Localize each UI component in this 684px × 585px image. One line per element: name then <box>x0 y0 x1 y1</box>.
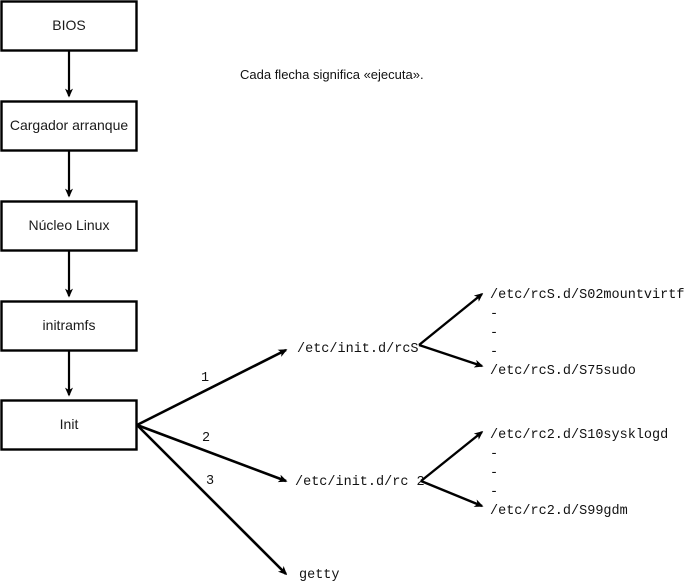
arrow-init-to-rcs <box>136 348 288 427</box>
label-rc2-first-script: /etc/rc2.d/S10sysklogd <box>490 428 668 443</box>
arrow-init-to-rc2 <box>136 423 288 483</box>
box-initramfs: initramfs <box>0 300 138 352</box>
arrow-rcs-to-first-script <box>418 292 484 346</box>
edge-number-3: 3 <box>206 474 214 489</box>
box-kernel-label: Núcleo Linux <box>29 217 110 233</box>
arrow-rcs-to-last-script <box>418 343 484 368</box>
rcs-ellipsis-dash-3: - <box>490 345 498 360</box>
box-bios: BIOS <box>0 0 138 52</box>
box-init-rect <box>0 399 138 451</box>
box-initramfs-label: initramfs <box>43 317 96 333</box>
rc2-ellipsis-dash-2: - <box>490 466 498 481</box>
label-getty: getty <box>299 568 340 583</box>
rcs-ellipsis-dash-1: - <box>490 307 498 322</box>
box-init-label: Init <box>60 416 79 432</box>
label-rcs-last-script: /etc/rcS.d/S75sudo <box>490 364 636 379</box>
box-kernel-rect <box>0 200 138 252</box>
box-init: Init <box>0 399 138 451</box>
arrow-rc2-to-first-script <box>420 430 484 482</box>
edge-number-2: 2 <box>202 431 210 446</box>
label-rcs-first-script: /etc/rcS.d/S02mountvirtfs <box>490 288 684 303</box>
rcs-ellipsis-dash-2: - <box>490 326 498 341</box>
diagram-caption: Cada flecha significa «ejecuta». <box>240 67 424 82</box>
arrow-rc2-to-last-script <box>420 479 484 508</box>
rc2-ellipsis-dash-1: - <box>490 447 498 462</box>
box-bootloader: Cargador arranque <box>0 100 138 152</box>
arrow-init-to-getty <box>136 424 288 576</box>
box-bios-label: BIOS <box>52 17 85 33</box>
box-bootloader-rect <box>0 100 138 152</box>
label-init-d-rc2: /etc/init.d/rc 2 <box>295 475 425 490</box>
box-initramfs-rect <box>0 300 138 352</box>
label-init-d-rcs: /etc/init.d/rcS <box>297 342 419 357</box>
label-rc2-last-script: /etc/rc2.d/S99gdm <box>490 504 628 519</box>
box-bios-rect <box>0 0 138 52</box>
box-bootloader-label: Cargador arranque <box>10 117 129 133</box>
box-kernel: Núcleo Linux <box>0 200 138 252</box>
edge-number-1: 1 <box>201 371 209 386</box>
rc2-ellipsis-dash-3: - <box>490 485 498 500</box>
